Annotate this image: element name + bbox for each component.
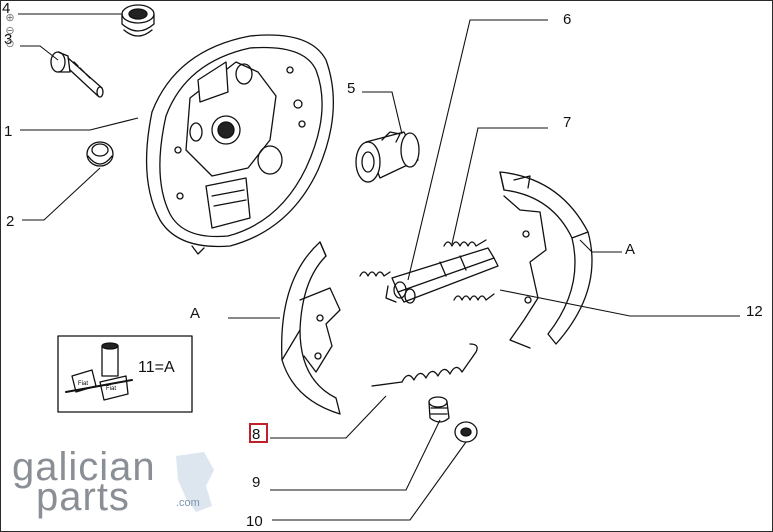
- callout-7: 7: [563, 114, 571, 131]
- zoom-out-icon[interactable]: ⊖: [5, 25, 15, 37]
- callout-6: 6: [563, 11, 571, 28]
- legend-text: 11=A: [138, 359, 175, 376]
- callout-5: 5: [347, 80, 355, 97]
- right-brake-shoe[interactable]: [499, 171, 593, 349]
- callout-2: 2: [6, 213, 14, 230]
- brand-suffix: .com: [176, 497, 200, 509]
- callout-4: 4: [2, 0, 10, 17]
- callout-a-left: A: [190, 305, 200, 322]
- left-brake-shoe[interactable]: [281, 241, 341, 415]
- part-4-bushing[interactable]: [121, 4, 155, 37]
- zoom-toolbar: ⊕ ⊖ ⊙: [2, 2, 18, 52]
- part-5-wheel-cylinder[interactable]: [355, 131, 420, 183]
- callout-3: 3: [4, 31, 12, 48]
- part-12-spring[interactable]: [453, 293, 495, 301]
- callout-10: 10: [246, 513, 263, 530]
- part-9-spring-cup[interactable]: [428, 396, 450, 423]
- brand-line-2: parts: [36, 475, 130, 519]
- callout-a-right: A: [625, 241, 635, 258]
- callout-9: 9: [252, 474, 260, 491]
- legend-box-text-1: Fiat: [78, 381, 88, 387]
- brand-watermark: galician parts .com: [12, 445, 214, 519]
- zoom-in-icon[interactable]: ⊕: [5, 12, 15, 24]
- callout-12: 12: [746, 303, 763, 320]
- brand-line-1: galician: [12, 445, 156, 489]
- legend-box-text-2: Fiat: [106, 386, 116, 392]
- part-10-washer[interactable]: [454, 421, 478, 443]
- part-2-cap[interactable]: [86, 141, 114, 167]
- legend-box: [57, 335, 193, 413]
- part-7-spring[interactable]: [359, 239, 487, 277]
- callout-8: 8: [252, 426, 260, 443]
- part-1-backing-plate[interactable]: [145, 34, 334, 255]
- part-3-bolt[interactable]: [50, 51, 104, 98]
- part-8-return-spring[interactable]: [371, 343, 478, 387]
- part-6-adjuster-strut[interactable]: [385, 247, 499, 304]
- callout-1: 1: [4, 123, 12, 140]
- highlight-box-8: [249, 423, 268, 443]
- zoom-reset-icon[interactable]: ⊙: [5, 38, 15, 50]
